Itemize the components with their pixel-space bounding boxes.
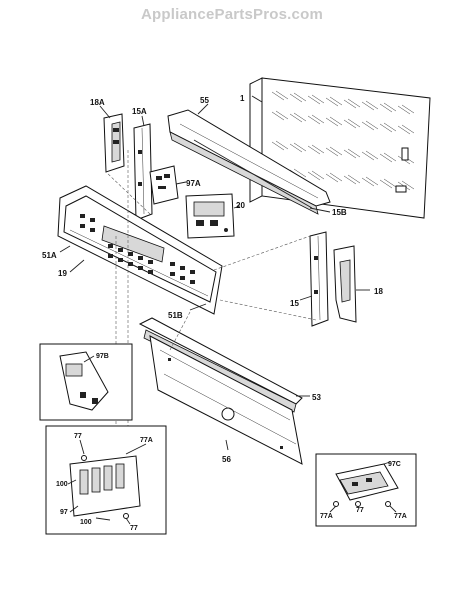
right-end-bracket — [333, 245, 357, 323]
inset-97B — [39, 343, 133, 421]
leader-51B — [189, 303, 207, 311]
control-panel-console — [57, 185, 223, 315]
leader-19 — [69, 259, 85, 273]
leader-77A-left — [329, 505, 337, 513]
leader-1 — [251, 95, 263, 103]
callout-77A-top: 77A — [140, 437, 153, 444]
left-end-bracket — [103, 113, 125, 173]
callout-77A-left: 77A — [320, 513, 333, 520]
callout-97A: 97A — [186, 179, 201, 188]
callout-15A: 15A — [132, 107, 147, 116]
leader-77-bottom — [125, 517, 131, 525]
callout-18A: 18A — [90, 98, 105, 107]
leader-97C — [383, 461, 391, 465]
callout-56: 56 — [222, 455, 231, 464]
inset-97 — [45, 425, 167, 535]
callout-97B: 97B — [96, 353, 109, 360]
callout-19: 19 — [58, 269, 67, 278]
callout-51B: 51B — [168, 311, 183, 320]
callout-53: 53 — [312, 393, 321, 402]
callout-97C: 97C — [388, 461, 401, 468]
callout-100-top: 100 — [56, 481, 68, 488]
callout-15: 15 — [290, 299, 299, 308]
leader-20 — [233, 205, 241, 209]
callout-15B: 15B — [332, 208, 347, 217]
leader-51A — [59, 245, 71, 253]
top-rail — [167, 109, 331, 215]
leader-97 — [69, 505, 79, 513]
front-frame-panel — [149, 335, 303, 465]
inset-97C — [315, 453, 417, 527]
right-side-bracket — [309, 231, 329, 327]
leader-15B — [309, 207, 331, 213]
leader-15 — [299, 295, 313, 301]
leader-100-top — [67, 479, 77, 485]
electronic-clock-board — [185, 193, 235, 239]
callout-77-bottom: 77 — [130, 525, 138, 532]
site-watermark: AppliancePartsPros.com — [141, 6, 323, 23]
lower-rail — [138, 317, 303, 413]
callout-51A: 51A — [42, 251, 57, 260]
leader-55 — [197, 103, 209, 115]
callout-55: 55 — [200, 96, 209, 105]
screw-strip — [193, 139, 313, 209]
callout-97: 97 — [60, 509, 68, 516]
rear-panel — [249, 77, 431, 219]
callout-1: 1 — [240, 94, 245, 103]
leader-97B — [83, 355, 95, 363]
callout-20: 20 — [236, 201, 245, 210]
leader-56 — [225, 439, 229, 451]
leader-77A-right — [389, 505, 397, 513]
small-control-board — [149, 165, 179, 205]
leader-18A — [99, 105, 111, 119]
leader-77-top — [79, 439, 85, 455]
leader-15A — [141, 115, 145, 127]
callout-77-top: 77 — [74, 433, 82, 440]
callout-77-inset3: 77 — [356, 507, 364, 514]
callout-77A-right: 77A — [394, 513, 407, 520]
leader-97A — [175, 181, 187, 185]
callout-100-bottom: 100 — [80, 519, 92, 526]
callout-18: 18 — [374, 287, 383, 296]
left-side-bracket — [133, 123, 153, 221]
